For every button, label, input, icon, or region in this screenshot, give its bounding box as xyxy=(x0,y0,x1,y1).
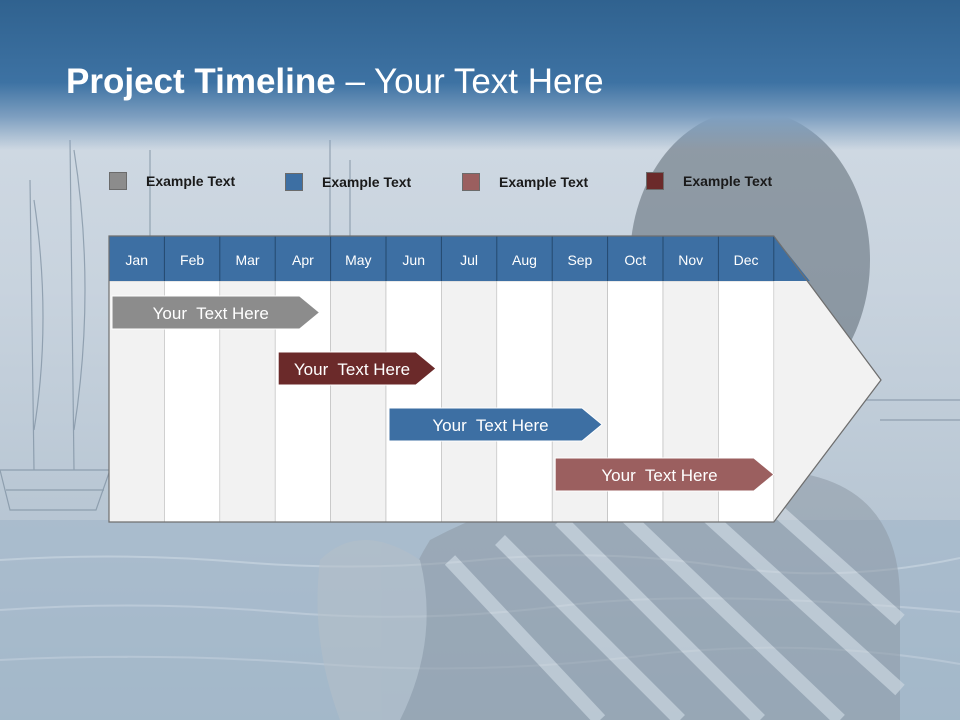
title-bold: Project Timeline xyxy=(66,62,336,101)
legend-item: Example Text xyxy=(109,171,235,191)
month-label: May xyxy=(345,252,371,268)
legend-item: Example Text xyxy=(462,172,588,192)
month-label: Feb xyxy=(180,252,204,268)
legend-swatch xyxy=(646,172,664,190)
month-label: Mar xyxy=(235,252,259,268)
timeline-outline xyxy=(108,235,882,523)
month-label: Nov xyxy=(678,252,703,268)
legend-label: Example Text xyxy=(146,173,236,189)
sailboat-sketch xyxy=(0,139,960,511)
month-label: Oct xyxy=(624,252,646,268)
month-column xyxy=(330,280,387,523)
task-bar xyxy=(111,295,321,330)
month-label: Sep xyxy=(567,252,592,268)
task-label: Your Text Here xyxy=(153,304,269,323)
legend-label: Example Text xyxy=(683,173,773,189)
legend-label: Example Text xyxy=(322,174,412,190)
month-label: Dec xyxy=(734,252,759,268)
month-column xyxy=(496,280,553,523)
month-label: Jan xyxy=(125,252,148,268)
legend-swatch xyxy=(285,173,303,191)
month-header-bar xyxy=(109,236,810,281)
task-label: Your Text Here xyxy=(432,416,548,435)
header-band xyxy=(0,0,960,150)
task-label: Your Text Here xyxy=(294,360,410,379)
month-label: Aug xyxy=(512,252,537,268)
page-title: Project Timeline – Your Text Here xyxy=(66,58,604,106)
month-column xyxy=(385,280,442,523)
month-label: Jul xyxy=(460,252,478,268)
legend-item: Example Text xyxy=(285,172,411,192)
task-label: Your Text Here xyxy=(601,466,717,485)
legend-item: Example Text xyxy=(646,171,772,191)
month-label: Jun xyxy=(402,252,425,268)
task-bar xyxy=(554,457,775,492)
title-rest: – Your Text Here xyxy=(335,62,604,101)
task-bar xyxy=(388,407,603,442)
legend-label: Example Text xyxy=(499,174,589,190)
month-column xyxy=(441,280,498,523)
legend-swatch xyxy=(462,173,480,191)
task-bar xyxy=(277,351,437,386)
month-label: Apr xyxy=(292,252,314,268)
legend-swatch xyxy=(109,172,127,190)
